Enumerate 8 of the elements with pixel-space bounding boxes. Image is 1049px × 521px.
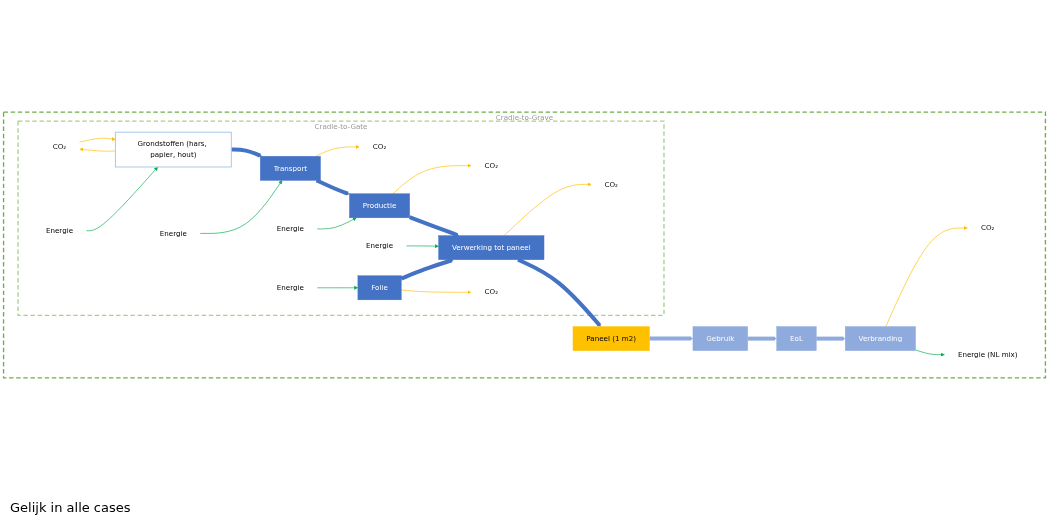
note-text: Gelijk in alle cases — [10, 500, 131, 515]
arrow — [816, 336, 846, 341]
arrow — [231, 147, 262, 158]
arrow — [408, 215, 460, 237]
arrow — [649, 336, 694, 341]
arrow — [747, 336, 777, 341]
arrow — [400, 258, 454, 281]
arrow — [315, 178, 350, 196]
